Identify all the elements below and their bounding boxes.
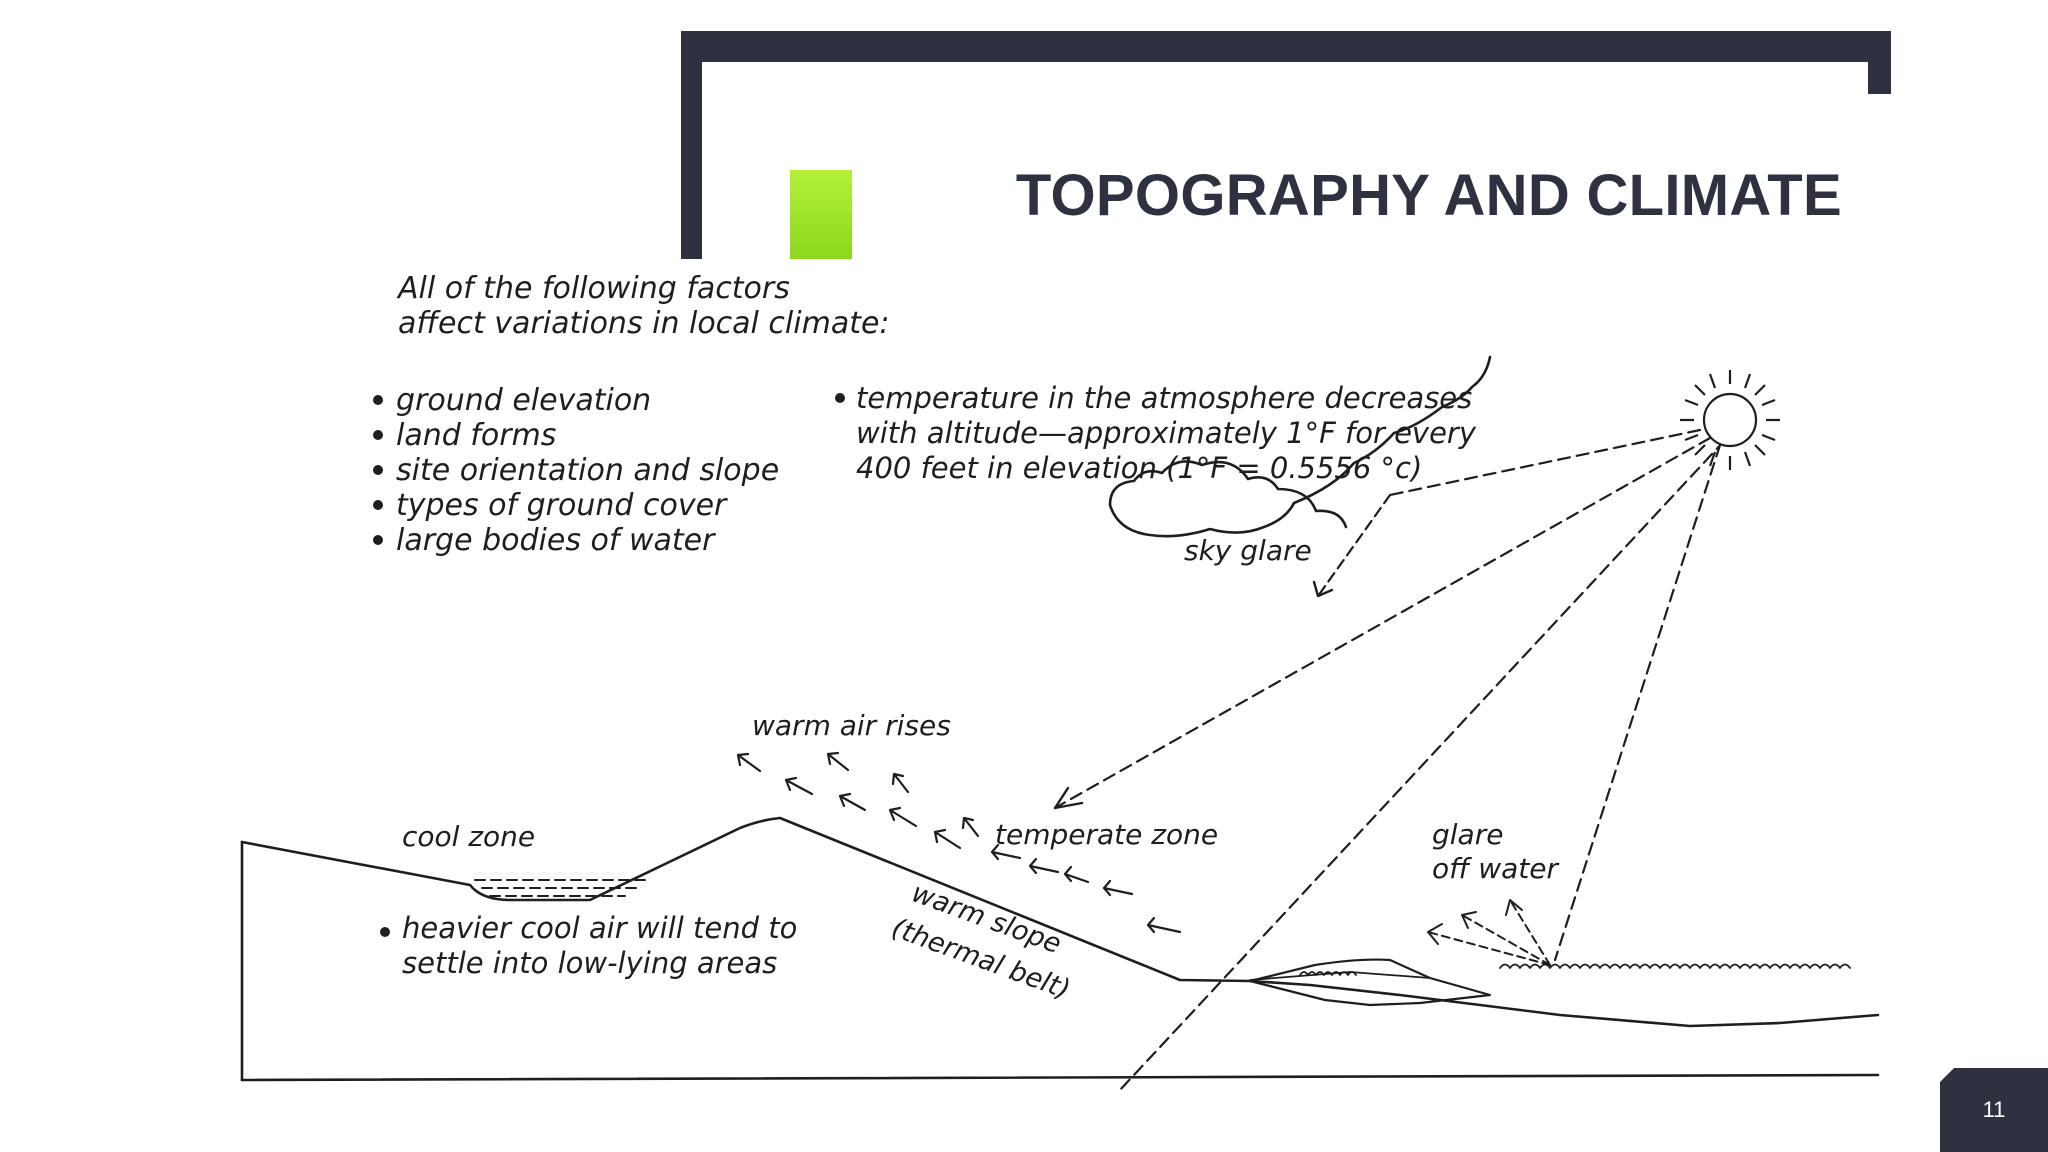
sun-ray-to-water: [1553, 443, 1722, 962]
glare-arrowheads: [1427, 899, 1523, 945]
lake-shape: [1248, 958, 1492, 1007]
temperature-note-2: with altitude—approximately 1°F for ever…: [856, 416, 1477, 450]
cool-zone-label: cool zone: [402, 820, 535, 853]
ground-baseline: [240, 1073, 1880, 1082]
sky-glare-label: sky glare: [1184, 534, 1312, 567]
factor-1: ground elevation: [396, 383, 651, 418]
cool-air-note-2: settle into low-lying areas: [402, 946, 777, 980]
sky-glare-arrowhead: [1312, 580, 1334, 598]
diagram-svg: All of the following factors affect vari…: [240, 271, 1880, 1092]
ground-profile-line: [240, 816, 1880, 1028]
temperate-zone-label: temperate zone: [995, 818, 1218, 851]
glare-label-1: glare: [1432, 818, 1503, 851]
cool-zone-water: [474, 879, 646, 897]
factor-4: types of ground cover: [396, 488, 728, 523]
factor-3: site orientation and slope: [396, 453, 779, 488]
page-number: 11: [1982, 1097, 2006, 1122]
glare-ray-2: [1461, 914, 1551, 966]
title-frame-top-bar: [681, 31, 1891, 62]
slide-title: TOPOGRAPHY AND CLIMATE: [1015, 163, 1842, 228]
title-frame-right-bar: [1868, 31, 1891, 94]
warm-air-rises-label: warm air rises: [752, 709, 951, 742]
glare-ray-3: [1509, 899, 1551, 966]
page-number-badge: [1940, 1068, 2048, 1152]
water-waves: [1299, 963, 1851, 976]
sun-ray-to-slope: [1053, 436, 1712, 810]
topography-diagram: All of the following factors affect vari…: [220, 260, 1880, 1100]
accent-block: [790, 170, 852, 259]
temperature-note-3: 400 feet in elevation (1°F = 0.5556 °c): [856, 451, 1422, 485]
slope-arrowhead: [1053, 786, 1084, 810]
sun-icon: [1680, 370, 1780, 470]
intro-line-2: affect variations in local climate:: [398, 306, 890, 341]
sky-glare-ray: [1316, 493, 1392, 598]
temperature-note-1: temperature in the atmosphere decreases: [856, 381, 1472, 415]
glare-ray-1: [1427, 931, 1551, 966]
factor-5: large bodies of water: [396, 523, 716, 558]
bullet-dots: [373, 393, 845, 937]
title-frame-left-bar: [681, 31, 702, 259]
warm-air-arrows: [736, 751, 1182, 934]
sun-ray-to-ground: [1118, 438, 1727, 1092]
factor-2: land forms: [396, 418, 556, 453]
sun-ray-to-cloud: [1388, 428, 1702, 497]
cool-air-note-1: heavier cool air will tend to: [402, 911, 797, 945]
intro-line-1: All of the following factors: [396, 271, 790, 306]
cloud-outline: [1108, 355, 1492, 538]
glare-label-2: off water: [1432, 852, 1560, 885]
lake-inner-line: [1249, 971, 1431, 981]
